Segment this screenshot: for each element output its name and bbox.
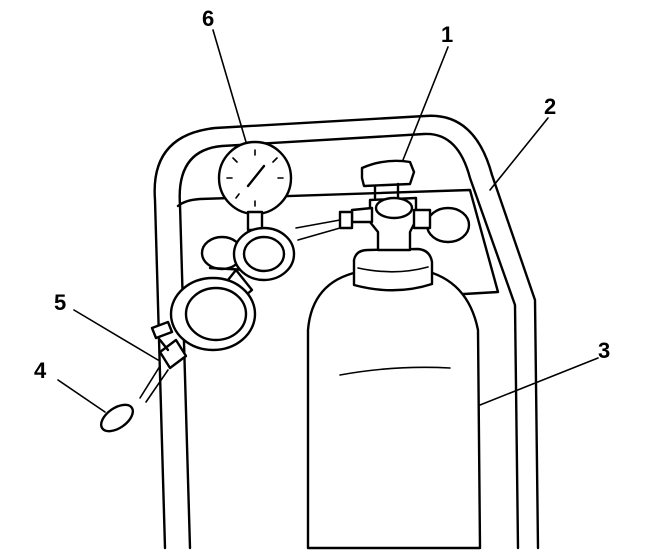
- callout-6: 6: [202, 6, 214, 31]
- callout-3: 3: [598, 338, 610, 363]
- leader-line-5: [73, 309, 159, 361]
- callout-2: 2: [544, 94, 556, 119]
- leader-line-1: [402, 46, 449, 161]
- leader-line-2: [489, 117, 549, 191]
- regulator-handwheel: [169, 276, 257, 352]
- hose-handle: [99, 403, 135, 433]
- cylinder-valve: [338, 159, 432, 252]
- callout-1: 1: [441, 22, 453, 47]
- outlet-fitting: [139, 320, 188, 403]
- leader-line-3: [479, 357, 599, 406]
- connecting-hose-edge: [297, 227, 341, 241]
- gas-cylinder: [306, 247, 482, 550]
- callout-4: 4: [34, 358, 47, 383]
- connecting-hose: [295, 219, 341, 229]
- leader-line-4: [57, 379, 106, 413]
- callout-5: 5: [54, 290, 66, 315]
- leader-line-6: [212, 29, 247, 143]
- pressure-gauge: [217, 140, 293, 232]
